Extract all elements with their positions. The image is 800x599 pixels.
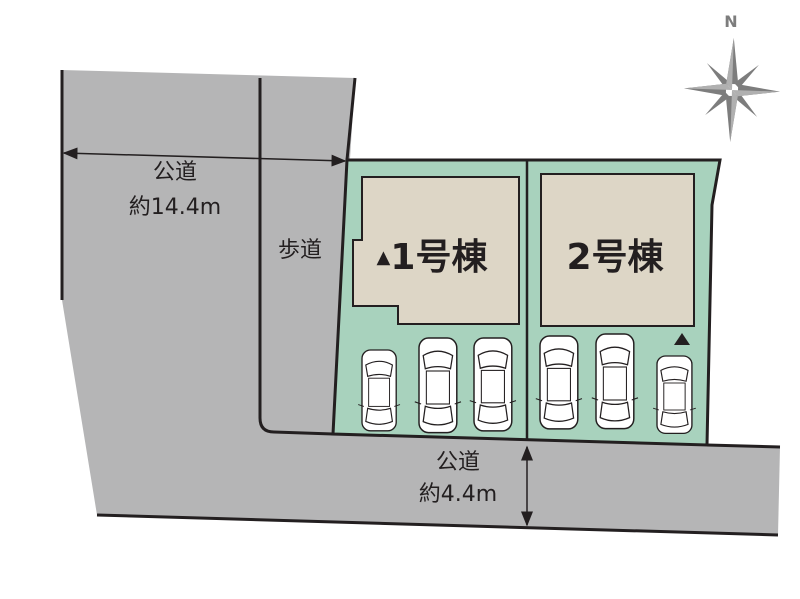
building-1-label: ▲1号棟 bbox=[377, 228, 488, 280]
parking-car bbox=[414, 337, 462, 434]
parking-car bbox=[469, 337, 517, 432]
entrance-marker-1: ▲ bbox=[376, 247, 391, 268]
building-1 bbox=[352, 176, 520, 325]
parking-car bbox=[535, 335, 583, 430]
parking-car bbox=[357, 349, 401, 432]
entrance-marker bbox=[674, 333, 690, 345]
building-2-label: 2号棟 bbox=[566, 237, 664, 278]
compass-north-label: N bbox=[724, 12, 738, 31]
parking-car bbox=[591, 333, 639, 430]
road-area bbox=[62, 70, 780, 535]
building-2 bbox=[540, 173, 695, 327]
west-road-label: 公道 bbox=[152, 160, 198, 185]
sidewalk-outer-edge bbox=[345, 77, 357, 161]
sidewalk-label: 歩道 bbox=[277, 238, 323, 263]
parking-car bbox=[652, 355, 697, 435]
building-1-name: 1号棟 bbox=[390, 237, 488, 278]
sidewalk-edge bbox=[258, 78, 334, 436]
road-edge-south bbox=[96, 513, 779, 537]
west-road-width: 約14.4m bbox=[128, 195, 222, 220]
south-road-label: 公道 bbox=[435, 450, 481, 475]
compass-rose-icon bbox=[684, 38, 780, 142]
south-road-width: 約4.4m bbox=[418, 482, 498, 507]
road-line-south bbox=[706, 443, 781, 449]
west-road-dimension-arrow bbox=[62, 147, 347, 167]
